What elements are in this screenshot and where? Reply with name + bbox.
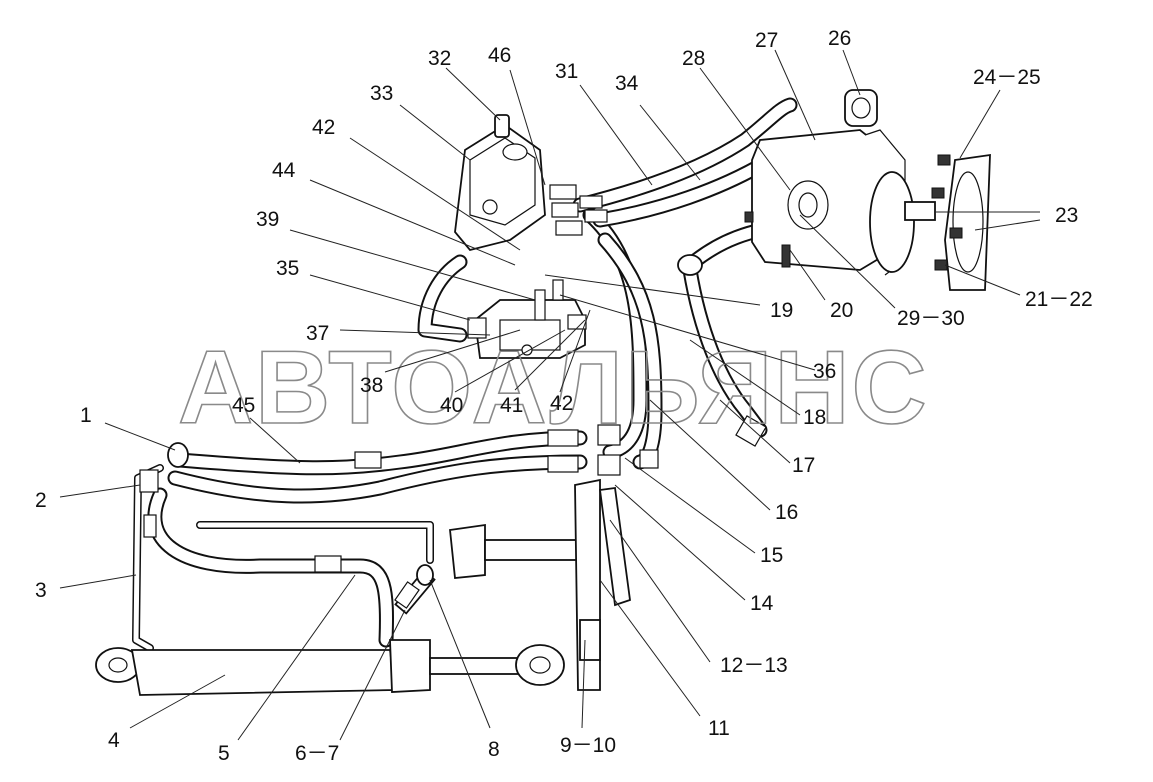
callout-29-30: 29－30: [897, 307, 965, 330]
callout-44: 44: [272, 159, 296, 182]
steering-cylinder-left: [95, 564, 565, 696]
callout-18: 18: [803, 406, 826, 429]
callout-1: 1: [80, 404, 92, 427]
callout-16: 16: [775, 501, 798, 524]
callout-42-mid: 42: [550, 392, 573, 415]
callout-21-22: 21－22: [1025, 288, 1093, 311]
callout-17: 17: [792, 454, 815, 477]
callout-39: 39: [256, 208, 279, 231]
callout-42-top: 42: [312, 116, 335, 139]
callout-3: 3: [35, 579, 47, 602]
callout-11: 11: [708, 717, 730, 740]
callout-38: 38: [360, 374, 383, 397]
hoses-lower: [147, 430, 588, 648]
assembly-drawing: [95, 89, 991, 696]
callout-15: 15: [760, 544, 783, 567]
callout-20: 20: [830, 299, 853, 322]
callout-5: 5: [218, 742, 230, 765]
callout-24-25: 24－25: [973, 66, 1041, 89]
callout-40: 40: [440, 394, 463, 417]
callout-35: 35: [276, 257, 299, 280]
hydraulic-pump: [744, 89, 991, 291]
callout-32: 32: [428, 47, 451, 70]
callout-34: 34: [615, 72, 639, 95]
fittings: [139, 254, 767, 609]
watermark-text: АВТОАЛЬЯНС: [178, 330, 929, 446]
callout-28: 28: [682, 47, 705, 70]
callout-41: 41: [500, 394, 523, 417]
callout-31: 31: [555, 60, 578, 83]
callout-27: 27: [755, 29, 778, 52]
callout-12-13: 12－13: [720, 654, 788, 677]
leader-lines: [59, 49, 1041, 741]
callout-2: 2: [35, 489, 47, 512]
callout-labels: 1 2 3 4 5 6－7 8 9－10 11 12－13 14 15 16 1…: [35, 27, 1093, 765]
callout-26: 26: [828, 27, 851, 50]
callout-33: 33: [370, 82, 393, 105]
callout-19: 19: [770, 299, 793, 322]
callout-6-7: 6－7: [295, 742, 339, 765]
callout-14: 14: [750, 592, 774, 615]
callout-46: 46: [488, 44, 511, 67]
callout-36: 36: [813, 360, 836, 383]
callout-45: 45: [232, 394, 255, 417]
callout-4: 4: [108, 729, 120, 752]
callout-23: 23: [1055, 204, 1078, 227]
callout-9-10: 9－10: [560, 734, 616, 757]
callout-37: 37: [306, 322, 329, 345]
steering-unit: [454, 114, 608, 252]
callout-8: 8: [488, 738, 500, 761]
